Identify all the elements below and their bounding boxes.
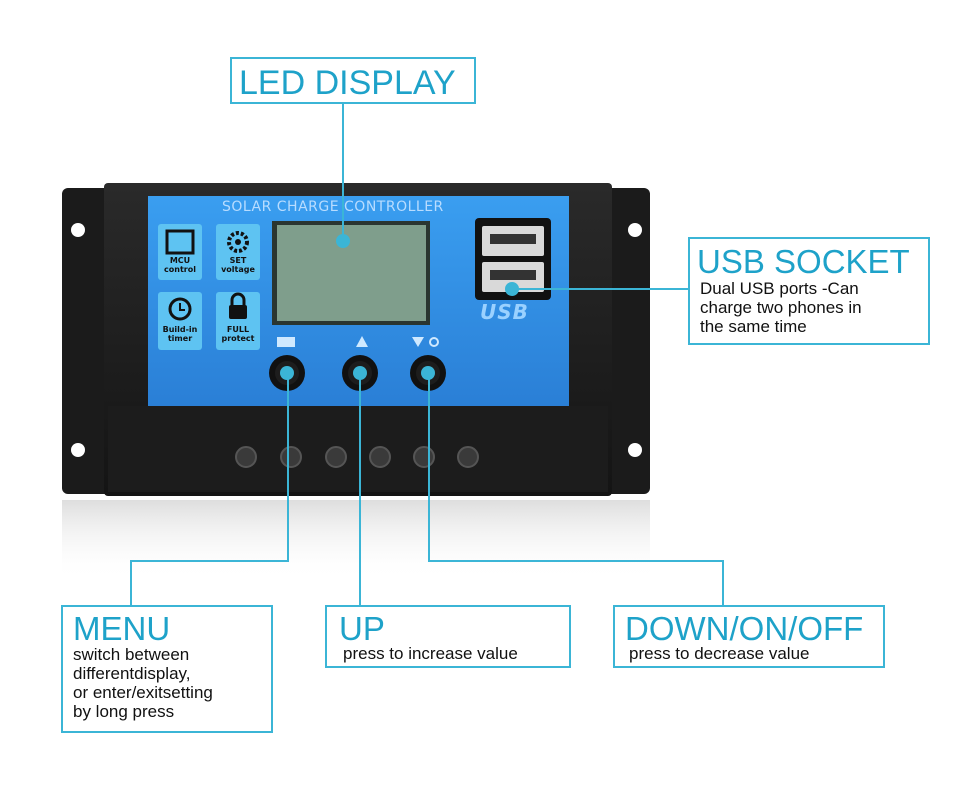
chip-icon — [165, 229, 195, 255]
lcd-screen — [277, 225, 426, 321]
down-arrow-icon — [412, 337, 424, 347]
terminal-block — [108, 406, 608, 492]
feature-timer — [158, 292, 202, 350]
down-connector-v2 — [722, 560, 724, 606]
led-display-callout: LED DISPLAY — [230, 57, 476, 104]
lock-icon — [229, 305, 247, 319]
gear-icon — [227, 231, 249, 253]
up-desc: press to increase value — [343, 644, 518, 663]
usb-connector-dot — [505, 282, 519, 296]
menu-title: MENU — [73, 610, 171, 647]
menu-connector-h — [130, 560, 289, 562]
menu-connector-v2 — [130, 560, 132, 606]
down-connector-dot — [421, 366, 435, 380]
up-title: UP — [339, 610, 385, 647]
feature-protect — [216, 292, 260, 350]
terminal-screws — [235, 446, 479, 468]
menu-desc: switch between differentdisplay, or ente… — [73, 645, 213, 722]
down-title: DOWN/ON/OFF — [625, 610, 864, 647]
down-connector-h — [428, 560, 723, 562]
usb-socket-desc: Dual USB ports -Can charge two phones in… — [700, 279, 862, 337]
led-connector — [342, 102, 344, 240]
led-connector-dot — [336, 234, 350, 248]
up-arrow-icon — [356, 336, 368, 347]
usb-logo: USB — [480, 300, 529, 324]
down-connector-v — [428, 373, 430, 561]
mount-hole — [628, 443, 642, 457]
down-desc: press to decrease value — [629, 644, 810, 663]
usb-socket-callout: USB SOCKET Dual USB ports -Can charge tw… — [688, 237, 930, 345]
panel-title: SOLAR CHARGE CONTROLLER — [222, 199, 444, 215]
left-flange — [62, 188, 114, 494]
down-callout: DOWN/ON/OFF press to decrease value — [613, 605, 885, 668]
usb-socket-title: USB SOCKET — [697, 243, 910, 280]
up-connector — [359, 373, 361, 606]
menu-connector-dot — [280, 366, 294, 380]
menu-symbol-icon — [277, 337, 295, 347]
up-callout: UP press to increase value — [325, 605, 571, 668]
feature-set — [216, 224, 260, 280]
up-connector-dot — [353, 366, 367, 380]
mount-hole — [628, 223, 642, 237]
menu-connector-v — [287, 373, 289, 561]
device-reflection — [62, 500, 650, 580]
led-display-title: LED DISPLAY — [239, 64, 456, 102]
mount-hole — [71, 223, 85, 237]
menu-callout: MENU switch between differentdisplay, or… — [61, 605, 273, 733]
mount-hole — [71, 443, 85, 457]
usb-connector — [512, 288, 690, 290]
feature-mcu — [158, 224, 202, 280]
clock-icon — [168, 297, 192, 321]
